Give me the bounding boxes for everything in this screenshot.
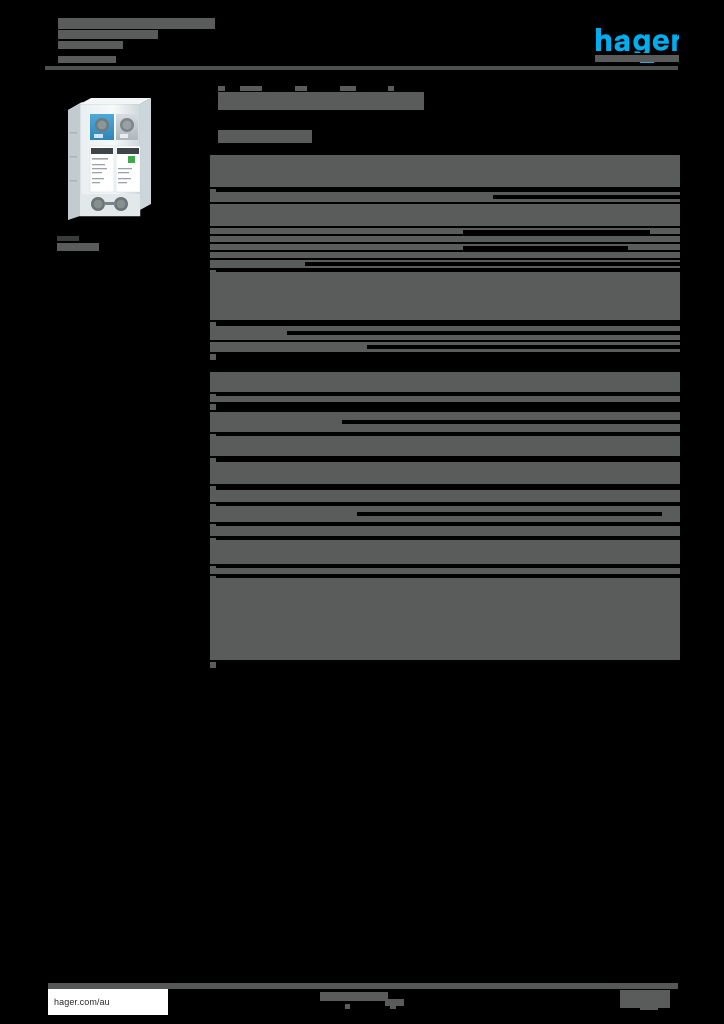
table-row xyxy=(210,578,680,660)
product-caption xyxy=(57,243,99,251)
table-row-leader xyxy=(357,512,662,516)
header-title-line-1 xyxy=(58,18,215,29)
table-row-marker xyxy=(210,486,216,492)
table-row-leader xyxy=(463,246,628,250)
table-row-leader xyxy=(463,230,650,234)
page-subtitle xyxy=(218,130,312,143)
table-row xyxy=(210,490,680,502)
table-row-marker xyxy=(210,354,216,360)
table-row-leader xyxy=(367,345,680,349)
footer-center-text-1 xyxy=(320,992,388,1001)
table-row-marker xyxy=(210,662,216,668)
main-title-overline-3 xyxy=(295,86,307,91)
table-row-marker xyxy=(210,458,216,464)
table-row-leader xyxy=(287,331,680,335)
header-divider xyxy=(45,66,678,70)
table-row-leader xyxy=(342,420,680,424)
footer-center-mark-1 xyxy=(345,1004,350,1009)
footer-divider xyxy=(48,983,678,989)
main-title-overline-4 xyxy=(340,86,356,91)
table-row xyxy=(210,436,680,456)
main-title-overline-2 xyxy=(240,86,262,91)
header-title-line-3 xyxy=(58,41,123,49)
footer-center-text-2 xyxy=(385,999,404,1006)
table-row xyxy=(210,568,680,574)
footer-page-number xyxy=(640,1006,658,1010)
table-row xyxy=(210,462,680,484)
table-row xyxy=(210,396,680,402)
page-header xyxy=(0,0,724,78)
table-row xyxy=(210,526,680,536)
footer-website-url: hager.com/au xyxy=(54,997,110,1007)
table-row xyxy=(210,252,680,258)
table-row xyxy=(210,540,680,564)
main-title-overline-1 xyxy=(218,86,225,91)
table-row xyxy=(210,272,680,320)
table-row-leader xyxy=(305,262,680,266)
table-row xyxy=(210,192,680,202)
table-row-marker xyxy=(210,322,216,328)
table-row xyxy=(210,244,680,250)
product-caption-overline xyxy=(57,236,79,241)
footer-right-text xyxy=(620,990,670,1008)
main-title-overline-5 xyxy=(388,86,394,91)
product-image xyxy=(58,92,162,232)
table-row xyxy=(210,228,680,234)
table-row-leader xyxy=(493,195,680,199)
table-row xyxy=(210,372,680,392)
table-row xyxy=(210,155,680,187)
logo-underline xyxy=(595,55,679,62)
header-title-line-2 xyxy=(58,30,158,39)
header-reference-line xyxy=(58,56,116,63)
table-row-marker xyxy=(210,404,216,410)
table-row xyxy=(210,204,680,226)
table-row xyxy=(210,236,680,242)
page-title xyxy=(218,92,424,110)
hager-logo xyxy=(595,27,679,53)
footer-center-mark-2 xyxy=(390,1004,396,1009)
footer-website-link[interactable]: hager.com/au xyxy=(48,989,168,1015)
